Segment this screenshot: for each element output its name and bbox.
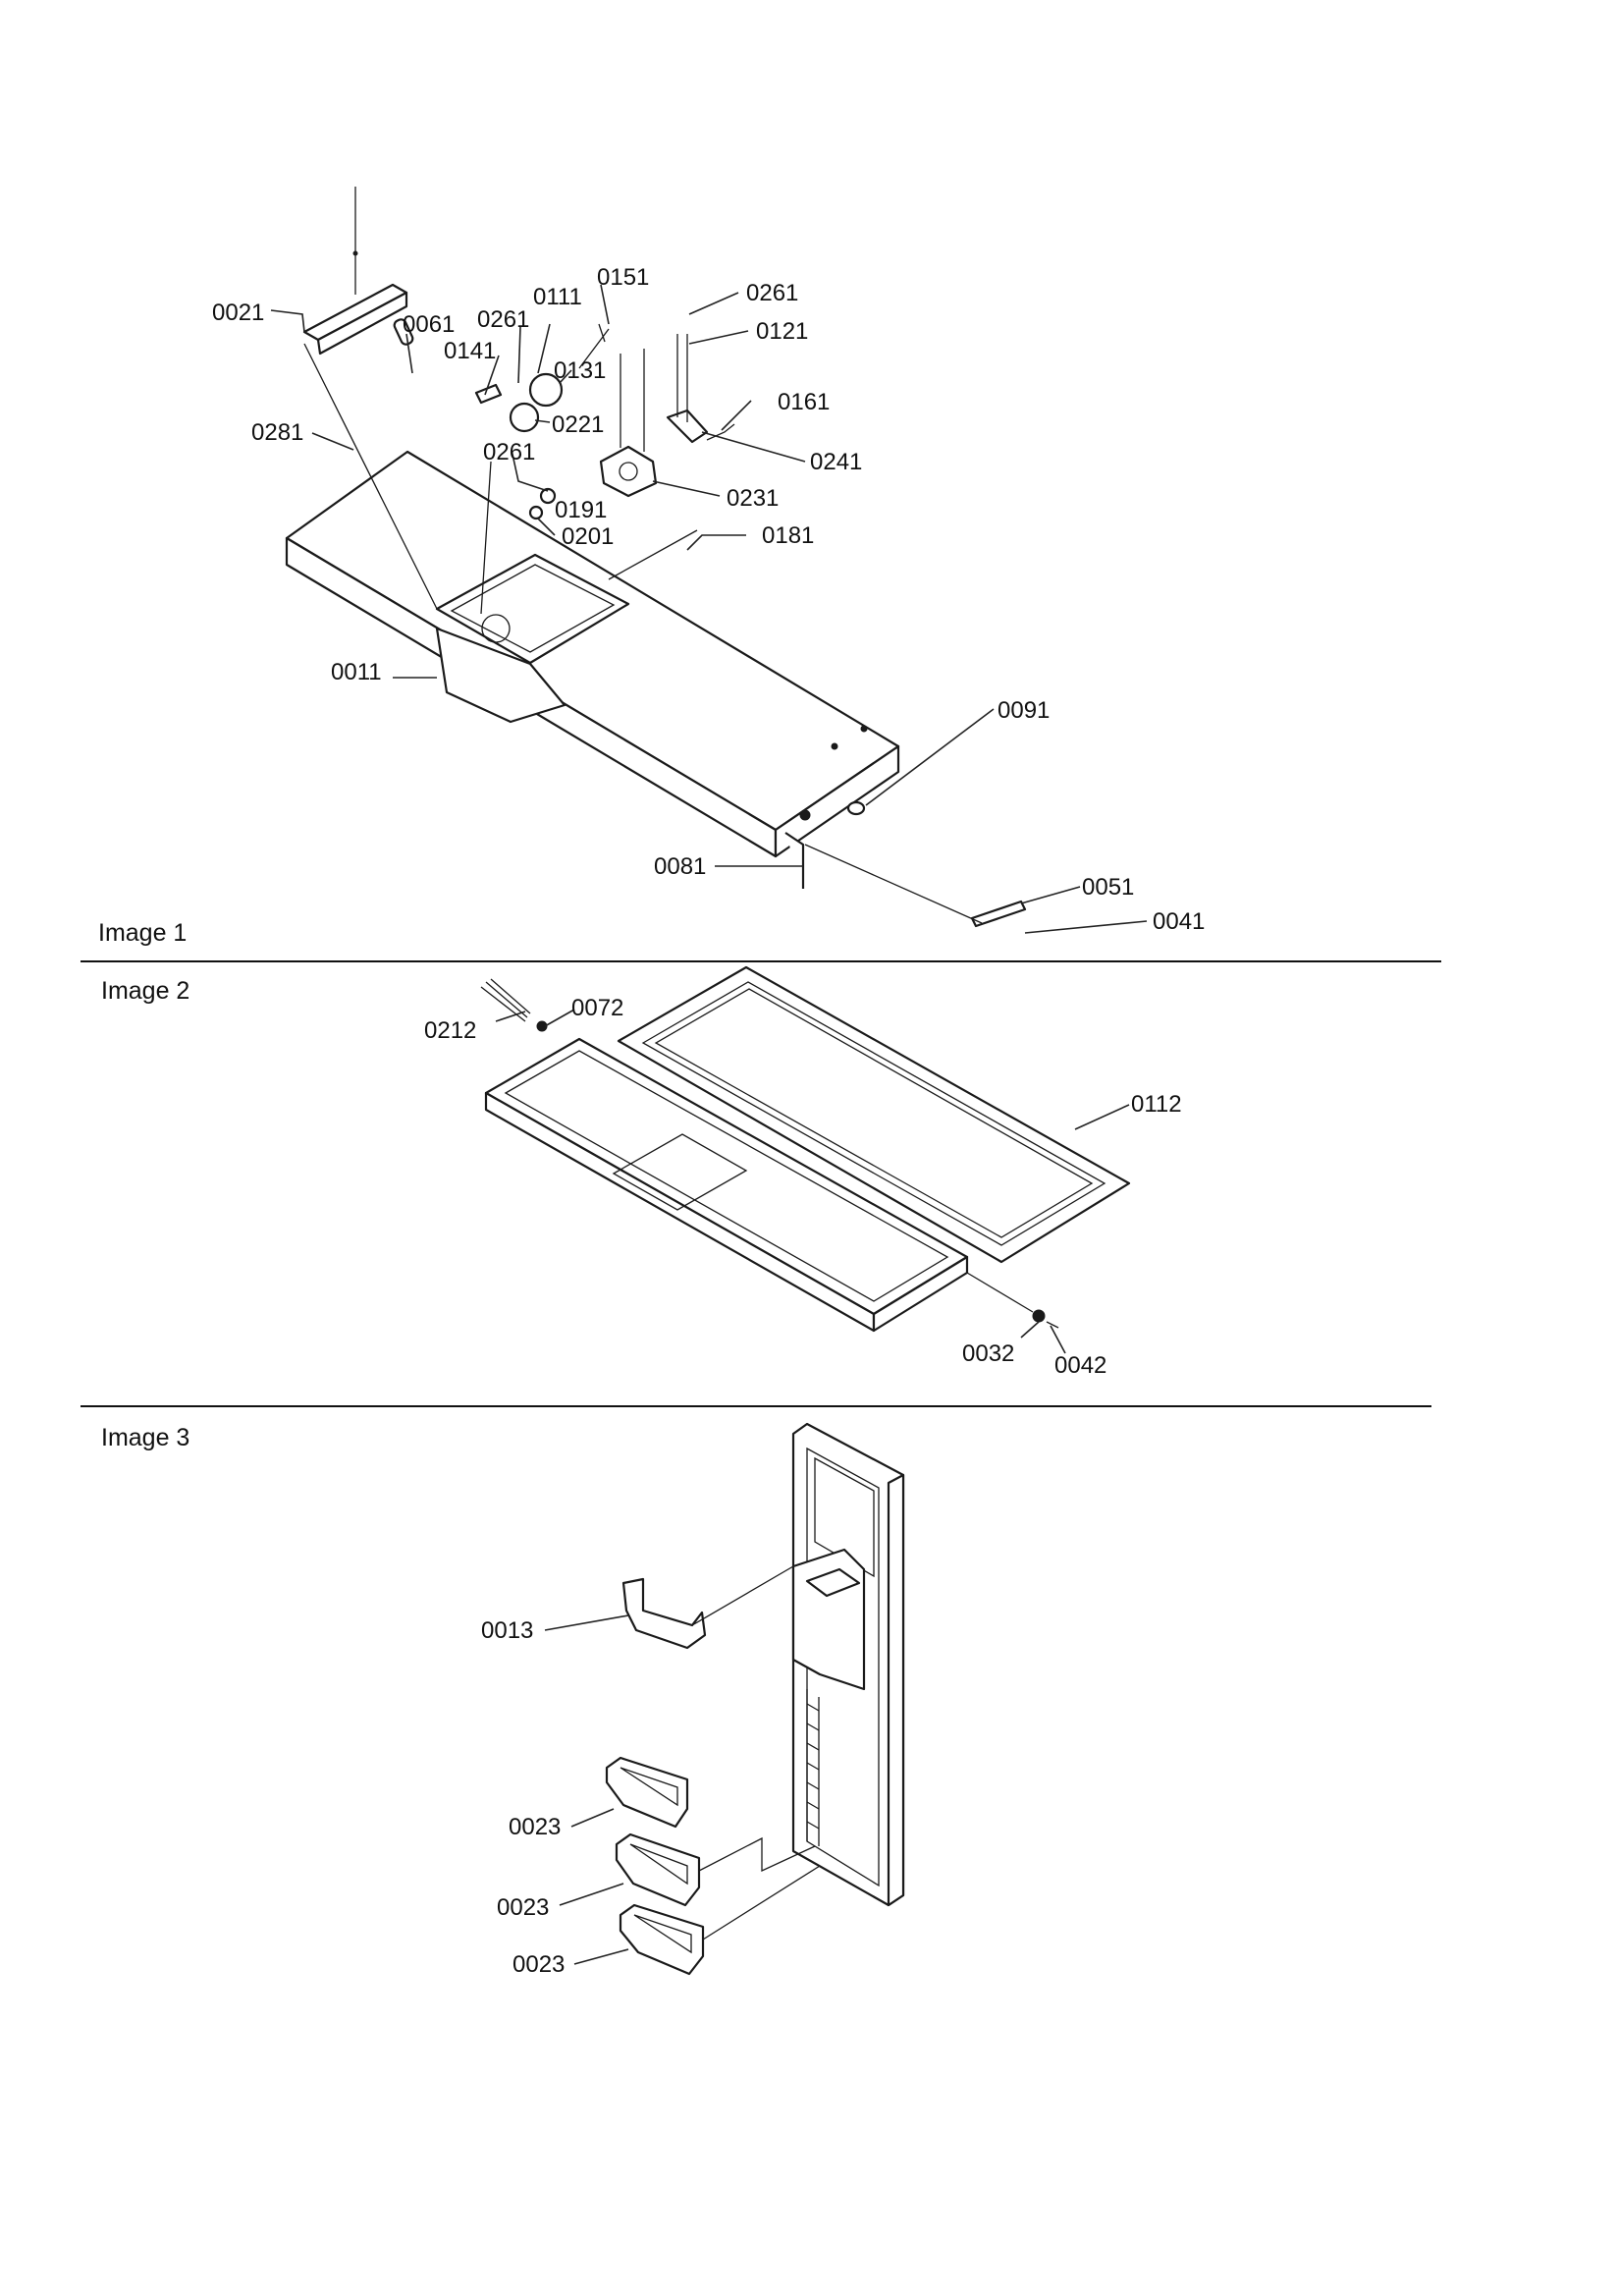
part-label: 0051 [1082,874,1134,901]
part-label: 0011 [331,659,382,685]
part-label: 0131 [554,357,606,384]
switch [666,409,709,444]
part-label: 0241 [810,449,862,475]
door-bin-0023-b [615,1832,701,1907]
part-label: 0013 [481,1617,533,1644]
door-gasket [617,965,1131,1264]
part-label: 0261 [483,439,535,465]
part-label: 0261 [477,306,529,333]
part-label: 0091 [998,697,1050,724]
part-label: 0023 [497,1894,549,1921]
hinge-bracket [970,900,1027,928]
control-dial [509,402,540,433]
thermostat-bracket [599,445,658,498]
air-duct [435,627,566,724]
section-caption-image-1: Image 1 [98,919,187,947]
part-label: 0111 [533,284,582,310]
part-label: 0041 [1153,908,1205,935]
part-label: 0042 [1054,1352,1106,1379]
part-label: 0023 [509,1814,561,1840]
top-cover-end-face [774,744,900,858]
part-label: 0081 [654,853,706,880]
dairy-bin-0013 [621,1577,707,1650]
part-label: 0281 [251,419,303,446]
image-3-illustration [544,1422,905,1976]
part-label: 0151 [597,264,649,291]
part-label: 0141 [444,338,496,364]
part-label: 0061 [403,311,455,338]
part-label: 0201 [562,523,614,550]
door-bin-0023-c [619,1903,705,1976]
plug [846,800,866,816]
hinge-pin [784,832,805,889]
light-bulb [393,318,414,346]
part-label: 0231 [727,485,779,512]
part-label: 0261 [746,280,798,306]
control-knob [528,372,564,408]
part-label: 0181 [762,522,814,549]
damper-screw [539,487,557,505]
image-2-illustration [480,965,1131,1354]
image-1-illustration [270,187,1148,934]
part-label: 0072 [571,995,623,1021]
section-caption-image-2: Image 2 [101,977,189,1005]
door-bin-0023-a [605,1756,689,1829]
part-label: 0032 [962,1340,1014,1367]
part-label: 0161 [778,389,830,415]
section-caption-image-3: Image 3 [101,1424,189,1451]
part-label: 0021 [212,300,264,326]
part-label: 0121 [756,318,808,345]
part-label: 0112 [1131,1091,1182,1118]
part-label: 0023 [512,1951,565,1978]
part-label: 0212 [424,1017,476,1044]
part-label: 0191 [555,497,607,523]
part-label: 0221 [552,411,604,438]
